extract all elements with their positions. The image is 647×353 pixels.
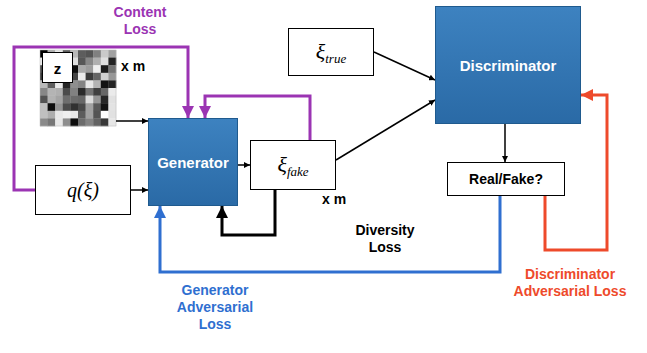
loss-label: Diversity Loss bbox=[340, 222, 430, 256]
connector bbox=[116, 120, 148, 122]
condition-box: q(ξ) bbox=[35, 165, 131, 215]
loss-label: Content Loss bbox=[100, 4, 180, 38]
fake-sample-box: ξfake bbox=[250, 140, 336, 190]
multiplicity-label: x m bbox=[322, 191, 346, 208]
noise-input: z bbox=[40, 50, 116, 126]
node-label: Discriminator bbox=[460, 57, 557, 74]
connector bbox=[336, 100, 435, 160]
subscript: fake bbox=[287, 164, 309, 180]
node-label: Real/Fake? bbox=[469, 171, 543, 187]
connector bbox=[160, 196, 500, 272]
connector bbox=[374, 52, 435, 80]
subscript: true bbox=[325, 51, 346, 67]
connector bbox=[238, 164, 250, 166]
noise-image bbox=[40, 50, 116, 126]
latent-label: z bbox=[42, 52, 73, 83]
loss-label: Generator Adversarial Loss bbox=[160, 282, 270, 333]
multiplicity-label: x m bbox=[121, 58, 145, 75]
output-box: Real/Fake? bbox=[447, 162, 565, 196]
node-label: q(ξ) bbox=[67, 179, 99, 202]
connector bbox=[504, 124, 506, 162]
loss-label: Discriminator Adversarial Loss bbox=[508, 266, 632, 300]
generator-box: Generator bbox=[148, 118, 238, 206]
node-label: Generator bbox=[157, 154, 229, 171]
symbol: ξ bbox=[316, 39, 325, 65]
discriminator-box: Discriminator bbox=[435, 6, 581, 124]
true-sample-box: ξtrue bbox=[288, 28, 374, 76]
connector bbox=[131, 189, 148, 191]
symbol: ξ bbox=[277, 152, 286, 178]
